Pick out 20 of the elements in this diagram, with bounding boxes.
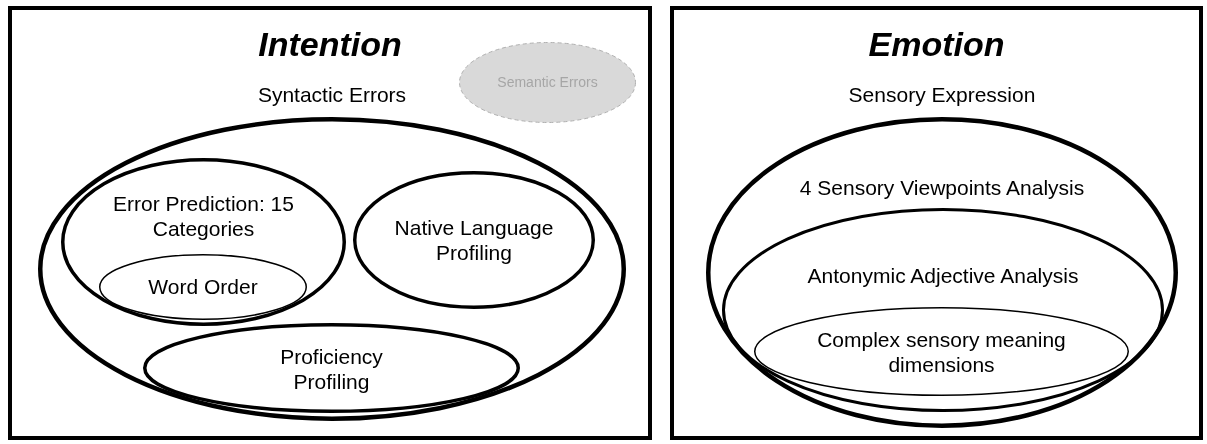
panel-title: Intention	[258, 23, 402, 65]
region-label: Native Language Profiling	[393, 214, 555, 266]
panel	[670, 6, 1203, 440]
region-label: Syntactic Errors	[257, 82, 407, 108]
ellipse-region	[61, 158, 346, 326]
ellipse-region	[754, 307, 1129, 396]
ellipse-region	[722, 208, 1164, 412]
panel-title: Emotion	[868, 23, 1005, 65]
dashed-ellipse	[459, 42, 636, 123]
region-label: Word Order	[148, 274, 258, 300]
panel	[8, 6, 652, 440]
region-label: Antonymic Adjective Analysis	[807, 263, 1079, 289]
ellipse-region	[99, 254, 307, 320]
ellipse-region	[353, 171, 595, 309]
ellipse-region	[143, 323, 520, 413]
region-label: Sensory Expression	[848, 82, 1036, 108]
region-label: 4 Sensory Viewpoints Analysis	[799, 175, 1085, 201]
region-label: Complex sensory meaning dimensions	[816, 326, 1067, 378]
region-label: Proficiency Profiling	[279, 343, 384, 395]
region-label: Error Prediction: 15 Categories	[112, 190, 295, 242]
